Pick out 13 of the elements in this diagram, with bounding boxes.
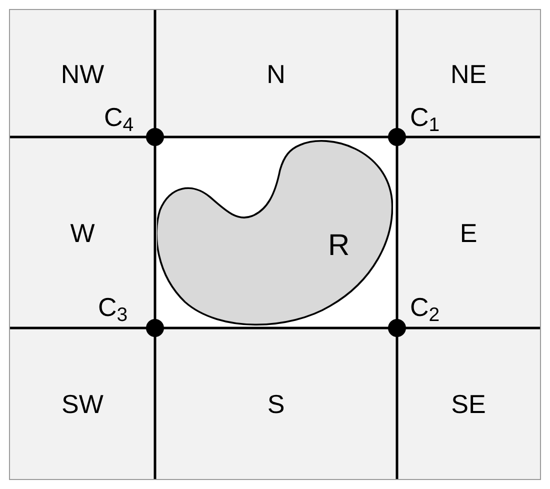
direction-label: SE: [451, 390, 486, 416]
corner-label: C$_{2}$: [410, 294, 440, 320]
region-label: R: [328, 231, 350, 261]
direction-label: SW: [62, 390, 104, 416]
direction-label: W: [70, 220, 95, 246]
direction-label: NW: [60, 60, 104, 86]
direction-label: S: [267, 390, 285, 416]
corner-label: C$_{4}$: [104, 104, 134, 130]
corner-label: C$_{1}$: [410, 104, 440, 130]
direction-label: NE: [450, 60, 487, 86]
direction-label: N: [266, 60, 286, 86]
corner-label: C$_{3}$: [98, 294, 128, 320]
direction-label: E: [460, 220, 478, 246]
